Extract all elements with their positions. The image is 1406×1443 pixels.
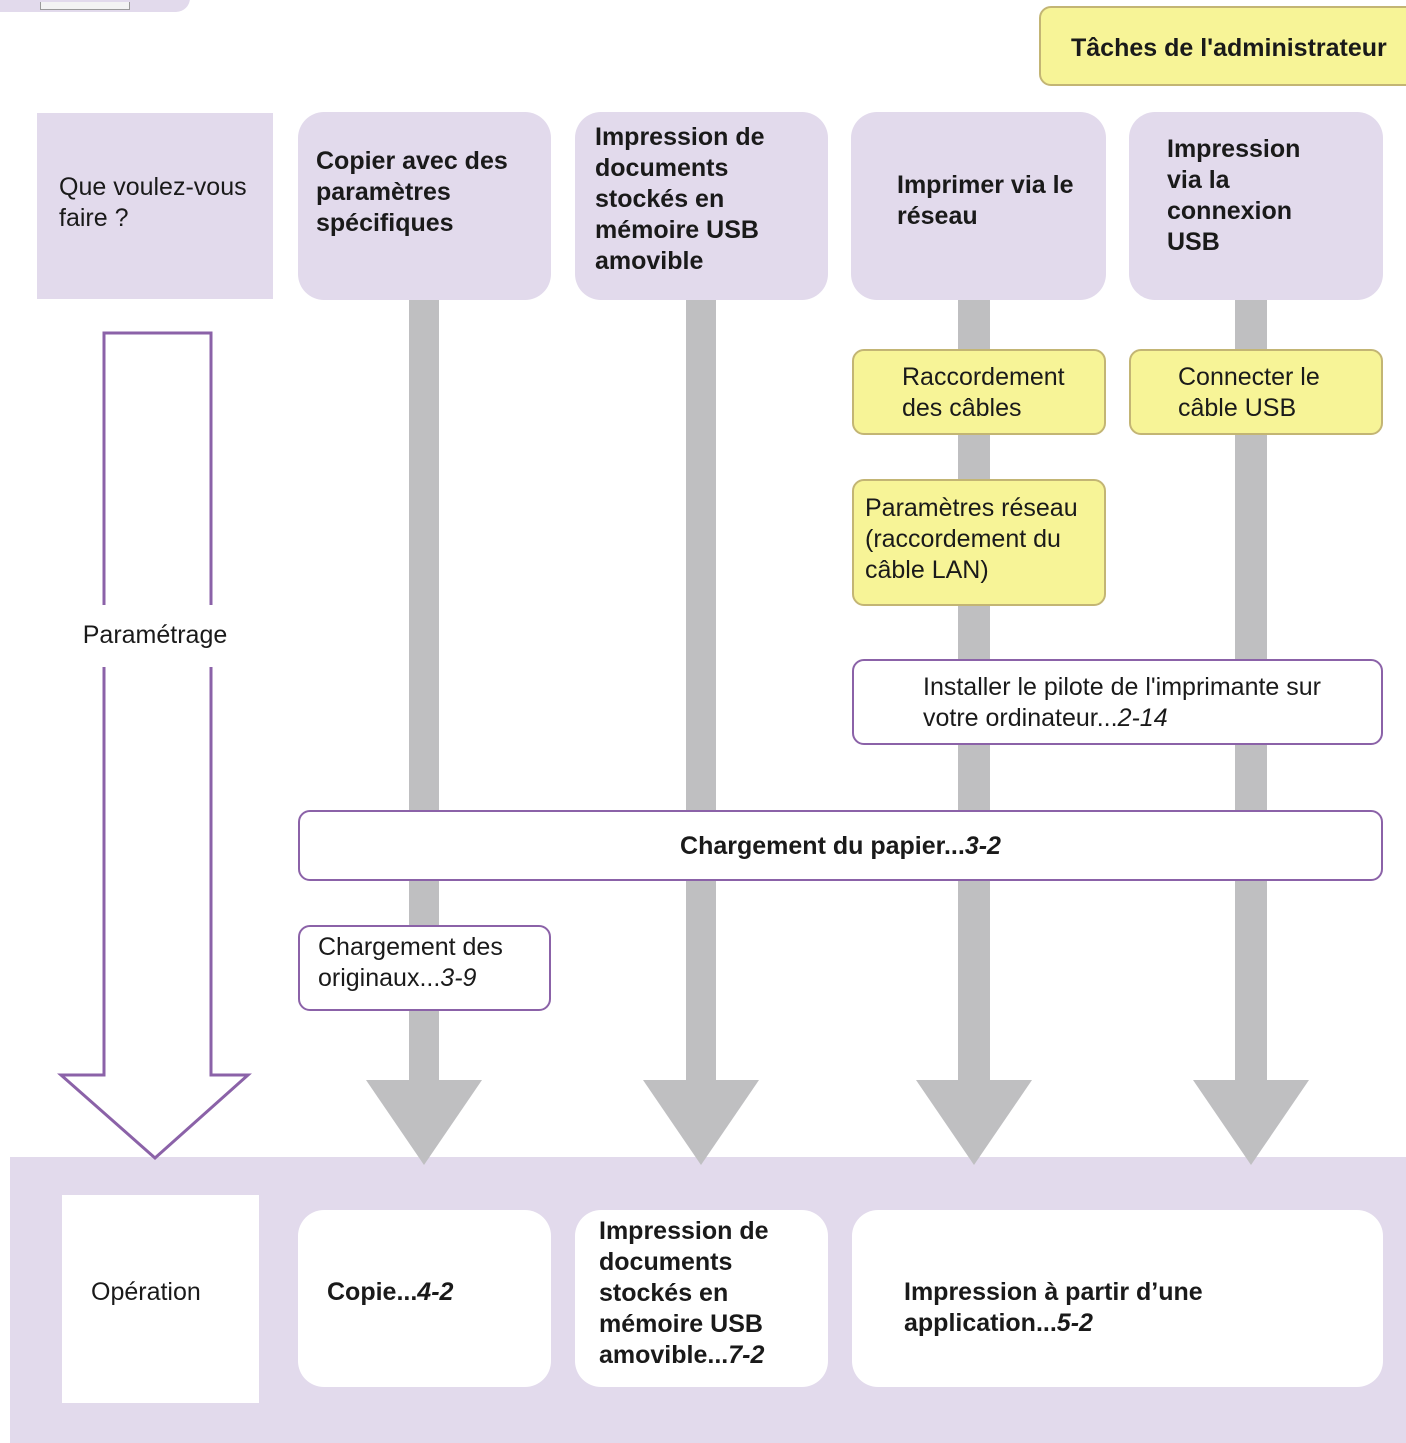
step-load-originals-page: 3-9 <box>440 964 477 992</box>
column-header-network: Imprimer via le réseau <box>851 112 1106 300</box>
step-usb-cable-label: Connecter le câble USB <box>1178 363 1320 422</box>
column-header-usb-memory-title: Impression de documents stockés en mémoi… <box>595 123 765 275</box>
step-install-driver-page: 2-14 <box>1117 704 1168 732</box>
operation-label-box: Opération <box>62 1195 259 1403</box>
column-header-usb-memory: Impression de documents stockés en mémoi… <box>575 112 828 300</box>
step-load-paper-page: 3-2 <box>964 832 1001 860</box>
operation-application-print-page: 5-2 <box>1056 1309 1093 1337</box>
setup-label-gap <box>100 605 216 667</box>
step-load-originals[interactable]: Chargement des originaux...3-9 <box>298 925 551 1011</box>
column-header-network-title: Imprimer via le réseau <box>897 171 1074 230</box>
arrowhead-copy <box>366 1080 482 1165</box>
column-header-usb: Impression via la connexion USB <box>1129 112 1383 300</box>
step-load-originals-text: Chargement des originaux... <box>318 933 503 992</box>
corner-fragment-detail <box>40 2 130 10</box>
column-header-copy-title: Copier avec des paramètres spécifiques <box>316 147 508 237</box>
step-usb-cable[interactable]: Connecter le câble USB <box>1129 349 1383 435</box>
operation-usb-memory-print-text: Impression de documents stockés en mémoi… <box>599 1217 769 1369</box>
setup-label: Paramétrage <box>82 621 228 649</box>
step-install-driver[interactable]: Installer le pilote de l'imprimante sur … <box>852 659 1383 745</box>
operation-copy-page: 4-2 <box>417 1278 454 1306</box>
question-label: Que voulez-vous faire ? <box>59 173 247 232</box>
operation-label: Opération <box>91 1278 201 1306</box>
step-network-settings[interactable]: Paramètres réseau (raccordement du câble… <box>852 479 1106 606</box>
admin-tasks-label: Tâches de l'administrateur <box>1071 34 1387 62</box>
operation-application-print-text: Impression à partir d’une application... <box>904 1278 1203 1337</box>
operation-copy[interactable]: Copie...4-2 <box>298 1210 551 1387</box>
setup-progress-arrow <box>57 331 252 1161</box>
arrowhead-usb-memory <box>643 1080 759 1165</box>
question-label-box: Que voulez-vous faire ? <box>37 113 273 299</box>
arrowhead-network <box>916 1080 1032 1165</box>
column-header-copy: Copier avec des paramètres spécifiques <box>298 112 551 300</box>
admin-tasks-tab: Tâches de l'administrateur <box>1039 6 1406 86</box>
flow-arrow-shaft-usb-memory <box>686 298 716 1080</box>
operation-usb-memory-print-page: 7-2 <box>728 1341 765 1369</box>
step-network-settings-label: Paramètres réseau (raccordement du câble… <box>865 494 1078 584</box>
step-load-paper-text: Chargement du papier... <box>680 832 965 860</box>
operation-application-print[interactable]: Impression à partir d’une application...… <box>852 1210 1383 1387</box>
column-header-usb-title: Impression via la connexion USB <box>1167 135 1301 256</box>
step-install-driver-text: Installer le pilote de l'imprimante sur … <box>923 673 1321 732</box>
step-load-paper[interactable]: Chargement du papier...3-2 <box>298 810 1383 881</box>
operation-copy-text: Copie... <box>327 1278 418 1306</box>
step-cable-connection[interactable]: Raccordement des câbles <box>852 349 1106 435</box>
operation-usb-memory-print[interactable]: Impression de documents stockés en mémoi… <box>575 1210 828 1387</box>
step-cable-connection-label: Raccordement des câbles <box>902 363 1065 422</box>
arrowhead-usb <box>1193 1080 1309 1165</box>
